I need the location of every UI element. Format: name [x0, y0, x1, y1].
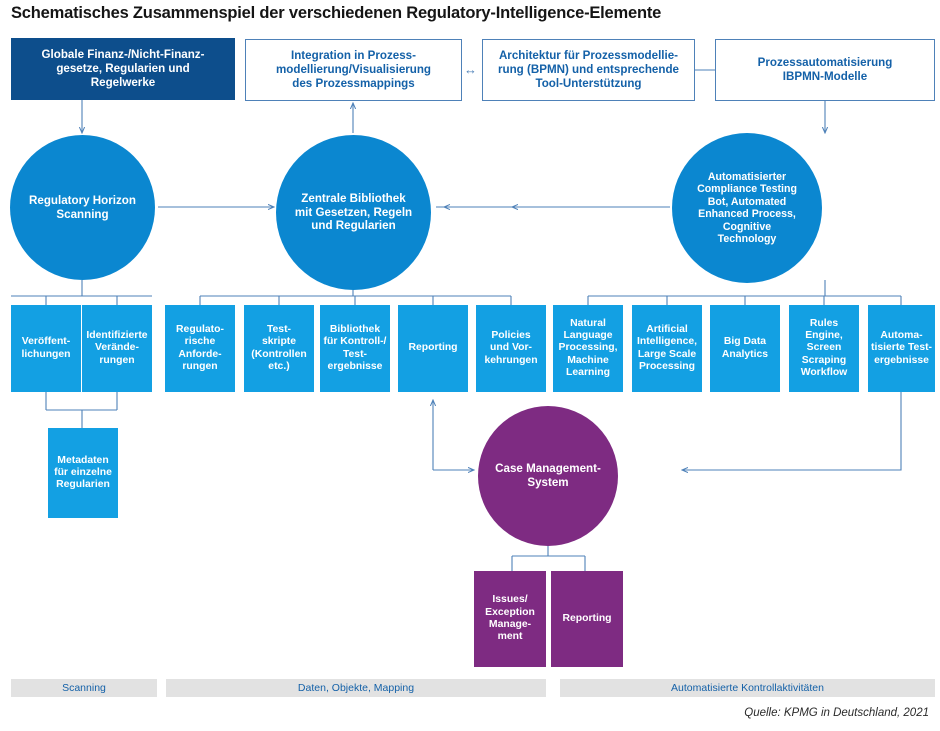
chip-big-data-analytics-label: Big Data Analytics — [721, 336, 769, 360]
legend-bar-scanning: Scanning — [11, 679, 157, 697]
chip-testskripte-label: Test- skripte (Kontrollen etc.) — [251, 323, 307, 372]
circle-case-management-system-label: Case Management- System — [495, 462, 601, 489]
chip-metadaten-regularien-label: Metadaten für einzelne Regularien — [54, 454, 112, 491]
circle-compliance-testing-bot-label: Automatisierter Compliance Testing Bot, … — [697, 170, 797, 246]
source-caption: Quelle: KPMG in Deutschland, 2021 — [744, 707, 929, 719]
chip-testskripte[interactable]: Test- skripte (Kontrollen etc.) — [244, 305, 314, 392]
chip-regulatorische-anforderungen[interactable]: Regulato- rische Anforde- rungen — [165, 305, 235, 392]
chip-policies-vorkehrungen-label: Policies und Vor- kehrungen — [484, 330, 538, 366]
legend-bar-scanning-label: Scanning — [62, 682, 106, 694]
chip-identifizierte-veraenderungen[interactable]: Identifizierte Verände- rungen — [82, 305, 152, 392]
chip-rules-engine-screen-scraping[interactable]: Rules Engine, Screen Scraping Workflow — [789, 305, 859, 392]
chip-policies-vorkehrungen[interactable]: Policies und Vor- kehrungen — [476, 305, 546, 392]
top-box-regulations-label: Globale Finanz-/Nicht-Finanz- gesetze, R… — [41, 48, 205, 89]
legend-bar-automatisierte-kontrollaktivitaeten-label: Automatisierte Kontrollaktivitäten — [671, 682, 824, 694]
chip-issues-exception-management-label: Issues/ Exception Manage- ment — [485, 594, 535, 643]
circle-zentrale-bibliothek[interactable]: Zentrale Bibliothek mit Gesetzen, Regeln… — [276, 135, 431, 290]
legend-bar-automatisierte-kontrollaktivitaeten: Automatisierte Kontrollaktivitäten — [560, 679, 935, 697]
chip-metadaten-regularien[interactable]: Metadaten für einzelne Regularien — [48, 428, 118, 518]
chip-bibliothek-kontroll-testergebnisse-label: Bibliothek für Kontroll-/ Test- ergebnis… — [323, 323, 387, 372]
circle-regulatory-horizon-scanning-label: Regulatory Horizon Scanning — [29, 193, 136, 221]
top-box-regulations[interactable]: Globale Finanz-/Nicht-Finanz- gesetze, R… — [11, 38, 235, 100]
chip-reporting-data[interactable]: Reporting — [398, 305, 468, 392]
top-box-process-automation-label: Prozessautomatisierung IBPMN-Modelle — [757, 56, 893, 83]
bidirectional-arrow-icon: ↔ — [464, 62, 477, 77]
circle-regulatory-horizon-scanning[interactable]: Regulatory Horizon Scanning — [10, 135, 155, 280]
top-box-process-integration[interactable]: Integration in Prozess- modellierung/Vis… — [245, 39, 462, 101]
chip-rules-engine-screen-scraping-label: Rules Engine, Screen Scraping Workflow — [800, 317, 848, 378]
legend-bar-daten-objekte-mapping-label: Daten, Objekte, Mapping — [297, 682, 415, 694]
top-box-bpmn-architecture[interactable]: Architektur für Prozessmodellie- rung (B… — [482, 39, 695, 101]
top-box-process-integration-label: Integration in Prozess- modellierung/Vis… — [275, 49, 432, 90]
chip-natural-language-processing[interactable]: Natural Language Processing, Machine Lea… — [553, 305, 623, 392]
legend-bar-daten-objekte-mapping: Daten, Objekte, Mapping — [166, 679, 546, 697]
chip-regulatorische-anforderungen-label: Regulato- rische Anforde- rungen — [176, 323, 224, 372]
top-box-process-automation[interactable]: Prozessautomatisierung IBPMN-Modelle — [715, 39, 935, 101]
page-title: Schematisches Zusammenspiel der verschie… — [11, 4, 662, 22]
circle-compliance-testing-bot[interactable]: Automatisierter Compliance Testing Bot, … — [672, 133, 822, 283]
top-box-bpmn-architecture-label: Architektur für Prozessmodellie- rung (B… — [498, 49, 679, 90]
chip-big-data-analytics[interactable]: Big Data Analytics — [710, 305, 780, 392]
chip-automatisierte-testergebnisse-label: Automa- tisierte Test- ergebnisse — [871, 330, 933, 366]
chip-reporting-data-label: Reporting — [408, 342, 458, 354]
chip-veroeffentlichungen[interactable]: Veröffent- lichungen — [11, 305, 81, 392]
chip-veroeffentlichungen-label: Veröffent- lichungen — [21, 336, 71, 360]
chip-reporting-case[interactable]: Reporting — [551, 571, 623, 667]
chip-automatisierte-testergebnisse[interactable]: Automa- tisierte Test- ergebnisse — [868, 305, 935, 392]
circle-zentrale-bibliothek-label: Zentrale Bibliothek mit Gesetzen, Regeln… — [294, 191, 413, 233]
chip-artificial-intelligence-label: Artificial Intelligence, Large Scale Pro… — [636, 323, 698, 372]
chip-identifizierte-veraenderungen-label: Identifizierte Verände- rungen — [86, 330, 148, 366]
chip-reporting-case-label: Reporting — [562, 612, 612, 624]
chip-issues-exception-management[interactable]: Issues/ Exception Manage- ment — [474, 571, 546, 667]
chip-artificial-intelligence[interactable]: Artificial Intelligence, Large Scale Pro… — [632, 305, 702, 392]
chip-bibliothek-kontroll-testergebnisse[interactable]: Bibliothek für Kontroll-/ Test- ergebnis… — [320, 305, 390, 392]
chip-natural-language-processing-label: Natural Language Processing, Machine Lea… — [558, 317, 618, 378]
circle-case-management-system[interactable]: Case Management- System — [478, 406, 618, 546]
